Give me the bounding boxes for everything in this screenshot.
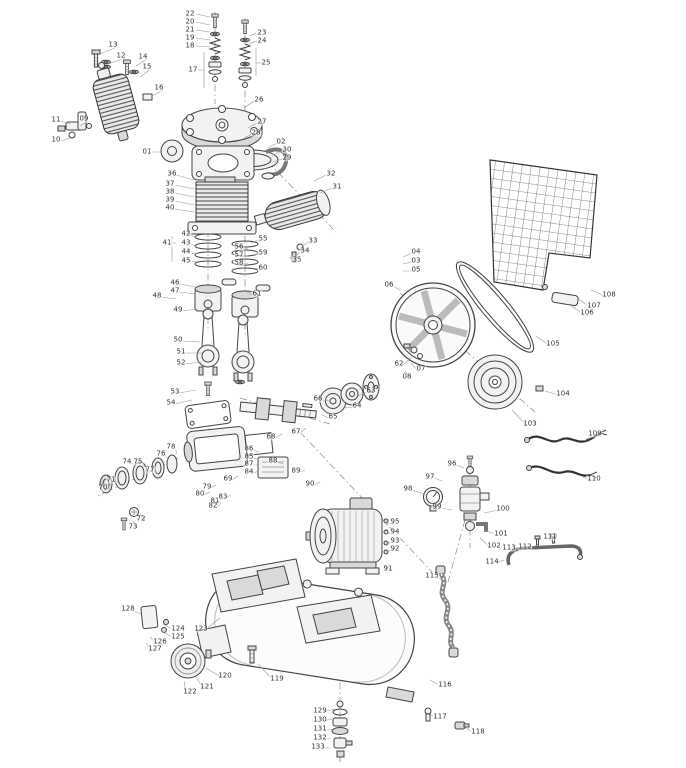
- crankshaft: [239, 397, 317, 424]
- leader-lines: [60, 13, 606, 749]
- intake-muffler: [253, 189, 331, 230]
- belt-guard: [489, 159, 598, 307]
- tank: [204, 558, 416, 703]
- check-valve-assembly: [459, 455, 490, 532]
- electric-motor: [305, 497, 389, 575]
- pistons: [194, 284, 259, 318]
- muffler-bolt: [291, 243, 304, 263]
- piston-rings: [194, 233, 259, 275]
- braided-hose: [435, 565, 459, 658]
- crankcase-body: [183, 426, 248, 472]
- connecting-rods: [196, 308, 255, 397]
- valve-stack-assembly: [208, 13, 252, 88]
- power-cables: [524, 429, 608, 479]
- mount-bolt: [247, 645, 257, 664]
- side-cover-plates: [244, 432, 289, 479]
- head-bolts: [91, 49, 153, 101]
- wrist-pins: [221, 278, 271, 292]
- tank-fittings: [424, 707, 470, 730]
- tank-foot: [385, 686, 415, 703]
- flywheel: [390, 282, 476, 368]
- aftercooler: [92, 61, 140, 142]
- gasket-plate: [184, 400, 232, 429]
- seal-bearing-stack: [99, 454, 178, 531]
- bearings-and-flange: [319, 373, 380, 415]
- motor-pulley: [467, 354, 544, 410]
- drain-valve: [331, 700, 353, 758]
- wheel-assembly: [170, 624, 232, 679]
- crankcase-top: [160, 139, 255, 181]
- pressure-gauge: [423, 487, 443, 512]
- handle-pipe: [506, 533, 583, 566]
- finned-cylinder: [187, 176, 257, 235]
- v-belt: [455, 261, 535, 353]
- junction-box: [140, 605, 169, 633]
- cylinder-head: [181, 105, 263, 151]
- elbow-fitting: [57, 111, 92, 139]
